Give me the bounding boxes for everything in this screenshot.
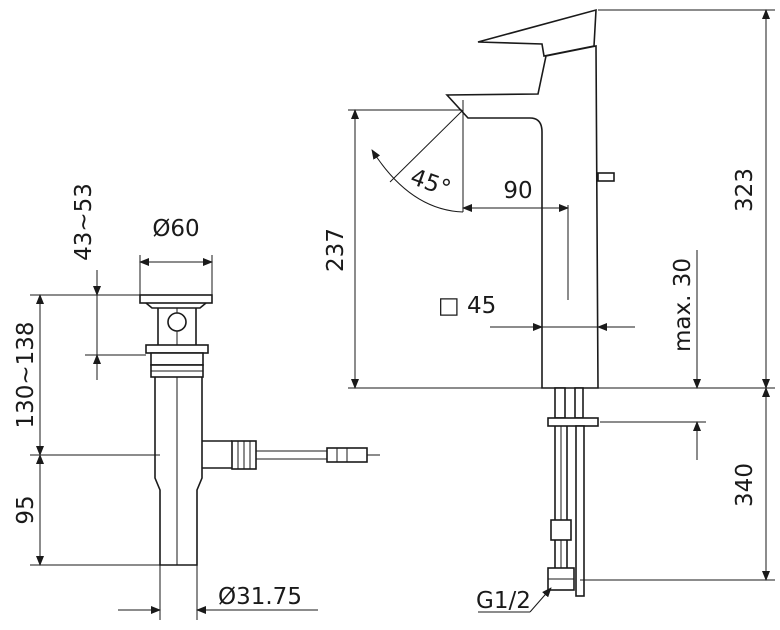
stopper-ring (167, 312, 187, 332)
label-overall-height: 323 (732, 168, 758, 212)
flexible-hose (554, 426, 568, 570)
label-lower-height: 95 (13, 495, 39, 524)
drain-side-arm (202, 440, 232, 469)
pull-rod (256, 450, 330, 460)
label-spout-height: 237 (323, 228, 349, 272)
faucet-dimensions (348, 9, 775, 613)
faucet-body (445, 45, 599, 389)
faucet-assembly (445, 8, 615, 597)
label-body-range: 130~138 (13, 321, 39, 428)
lift-rod (575, 425, 585, 597)
lift-rod-pin (597, 172, 615, 182)
label-thread: G1/2 (476, 588, 531, 614)
label-hose-length: 340 (732, 463, 758, 507)
label-diameter-top: Ø60 (152, 216, 199, 242)
drain-cap (139, 294, 213, 304)
label-reach: 90 (503, 178, 532, 204)
mounting-plate (547, 417, 599, 427)
label-max-thickness: max. 30 (670, 258, 696, 352)
label-diameter-bottom: Ø31.75 (218, 584, 302, 610)
drain-dimensions (30, 255, 318, 620)
drain-assembly (139, 294, 380, 566)
drain-body (154, 377, 203, 566)
label-base-square: □ 45 (438, 293, 496, 319)
label-angle: 45° (407, 164, 454, 202)
drain-flange (145, 344, 209, 354)
label-height-range: 43~53 (71, 183, 97, 261)
